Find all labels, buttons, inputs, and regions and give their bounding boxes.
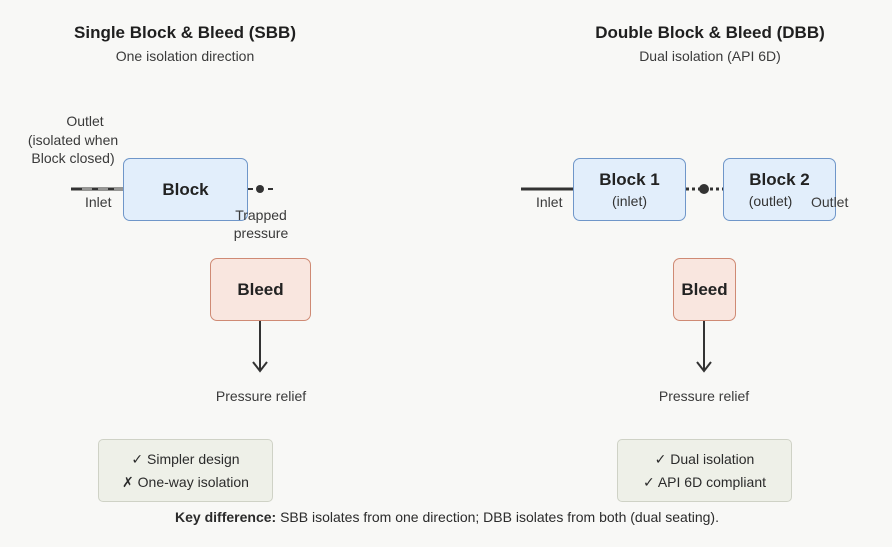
sbb-block-label: Block: [162, 179, 209, 199]
sbb-trapped-label-2: pressure: [233, 225, 289, 241]
sbb-relief-label: Pressure relief: [215, 388, 307, 404]
sbb-note-pro: ✓ Simpler design: [131, 450, 240, 467]
dbb-inlet-label: Inlet: [536, 194, 563, 210]
dbb-block1-valve: Block 1 (inlet): [573, 158, 686, 221]
dbb-bleed-label: Bleed: [681, 279, 728, 299]
sbb-outlet-node: [256, 185, 264, 193]
sbb-notes-card: ✓ Simpler design ✗ One-way isolation: [98, 439, 273, 502]
dbb-cavity-node: [699, 184, 709, 194]
key-difference-text: SBB isolates from one direction; DBB iso…: [276, 509, 719, 525]
sbb-relief-arrowhead: [252, 361, 268, 373]
dbb-note-pro-1: ✓ Dual isolation: [654, 450, 755, 467]
sbb-title: Single Block & Bleed (SBB): [74, 23, 296, 42]
dbb-note-pro-2: ✓ API 6D compliant: [642, 473, 766, 490]
sbb-block-valve: Block: [123, 158, 248, 221]
dbb-relief-label: Pressure relief: [658, 388, 750, 404]
dbb-bleed-valve: Bleed: [673, 258, 736, 321]
sbb-bleed-valve: Bleed: [210, 258, 311, 321]
key-difference-caption: Key difference: SBB isolates from one di…: [175, 509, 719, 525]
dbb-block2-label: Block 2: [749, 170, 810, 189]
dbb-notes-card: ✓ Dual isolation ✓ API 6D compliant: [617, 439, 792, 502]
sbb-outlet-label: Outlet: [66, 113, 104, 129]
sbb-trapped-label-1: Trapped: [235, 207, 287, 223]
sbb-bleed-label: Bleed: [237, 279, 284, 299]
sbb-outlet-note-2: Block closed): [31, 150, 115, 166]
dbb-title: Double Block & Bleed (DBB): [595, 23, 825, 42]
dbb-block1-sub: (inlet): [611, 193, 647, 209]
key-difference-lead: Key difference:: [175, 509, 277, 525]
dbb-block2-valve: Block 2 (outlet): [723, 158, 836, 221]
sbb-subtitle: One isolation direction: [115, 48, 255, 64]
dbb-block2-sub: (outlet): [748, 193, 793, 209]
dbb-relief-arrowhead: [696, 361, 712, 373]
sbb-note-con: ✗ One-way isolation: [122, 473, 249, 490]
sbb-inlet-label: Inlet: [85, 194, 112, 210]
sbb-outlet-note-1: (isolated when: [27, 132, 119, 148]
dbb-block1-label: Block 1: [599, 170, 660, 189]
dbb-subtitle: Dual isolation (API 6D): [639, 48, 781, 64]
dbb-outlet-label: Outlet: [811, 194, 849, 210]
